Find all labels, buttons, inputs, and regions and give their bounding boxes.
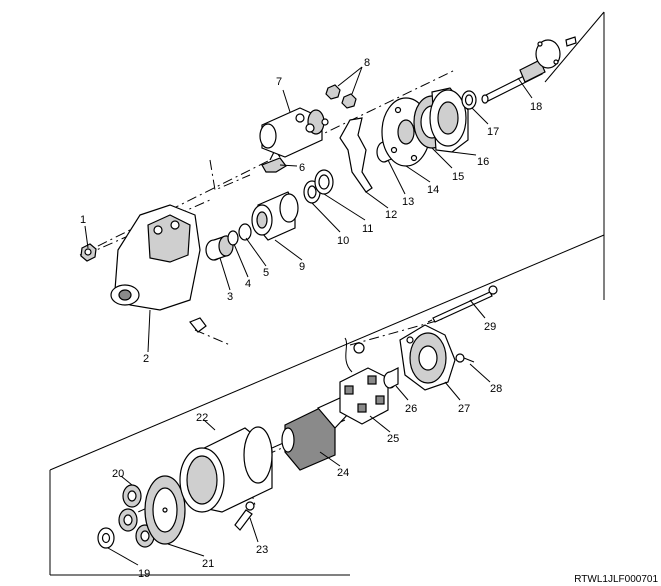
- callout-25: 25: [387, 433, 399, 445]
- callout-27: 27: [458, 403, 470, 415]
- callout-8: 8: [364, 57, 370, 69]
- lever-6-icon: [261, 148, 287, 173]
- callout-12: 12: [385, 209, 397, 221]
- callout-20: 20: [112, 468, 124, 480]
- callout-26: 26: [405, 403, 417, 415]
- callout-7: 7: [276, 76, 282, 88]
- callout-23: 23: [256, 544, 268, 556]
- callout-2: 2: [143, 353, 149, 365]
- callout-17: 17: [487, 126, 499, 138]
- pinion-clutch-9-icon: [251, 191, 299, 241]
- nut-1-icon: [80, 243, 97, 262]
- fork-12-icon: [339, 117, 373, 193]
- callout-1: 1: [80, 214, 86, 226]
- callout-28: 28: [490, 383, 502, 395]
- ring-5-icon: [238, 223, 252, 241]
- callout-16: 16: [477, 156, 489, 168]
- ring-gear-21-icon: [144, 475, 186, 545]
- callout-6: 6: [299, 162, 305, 174]
- washer-19-icon: [97, 527, 115, 549]
- callout-13: 13: [402, 196, 414, 208]
- brush-holder-25-icon: [339, 337, 389, 425]
- diagram-code: RTWL1JLF000701: [574, 574, 658, 585]
- grommet-23-icon: [234, 501, 255, 531]
- end-cover-27-icon: [399, 324, 456, 391]
- bushing-26-icon: [383, 367, 399, 389]
- callout-3: 3: [227, 291, 233, 303]
- callout-15: 15: [452, 171, 464, 183]
- leader-lines: [84, 66, 533, 566]
- through-bolt-29-icon: [427, 285, 498, 323]
- callout-19: 19: [138, 568, 150, 580]
- callout-4: 4: [245, 278, 251, 290]
- callout-18: 18: [530, 101, 542, 113]
- callout-24: 24: [337, 467, 349, 479]
- solenoid-7-icon: [259, 107, 329, 158]
- drive-housing-2-icon: [110, 204, 207, 333]
- group-frame: [49, 11, 605, 576]
- callout-numbers: 1 2 3 4 5 6 7 8 9 10 11 12 13 14 15 16 1…: [80, 57, 542, 580]
- callout-14: 14: [427, 184, 439, 196]
- washer-11-icon: [314, 169, 334, 195]
- screw-28-icon: [455, 353, 475, 363]
- washer-17-icon: [461, 90, 477, 110]
- callout-29: 29: [484, 321, 496, 333]
- nuts-8-icon: [325, 84, 357, 109]
- callout-10: 10: [337, 235, 349, 247]
- cover-16-icon: [429, 87, 469, 153]
- callout-11: 11: [362, 223, 373, 235]
- callout-5: 5: [263, 267, 269, 279]
- callout-21: 21: [202, 558, 214, 570]
- callout-9: 9: [299, 261, 305, 273]
- shaft-18-icon: [481, 36, 577, 104]
- callout-22: 22: [196, 412, 208, 424]
- planet-gears-20-icon: [118, 484, 155, 548]
- yoke-22-icon: [179, 426, 273, 513]
- ring-4-icon: [227, 230, 239, 246]
